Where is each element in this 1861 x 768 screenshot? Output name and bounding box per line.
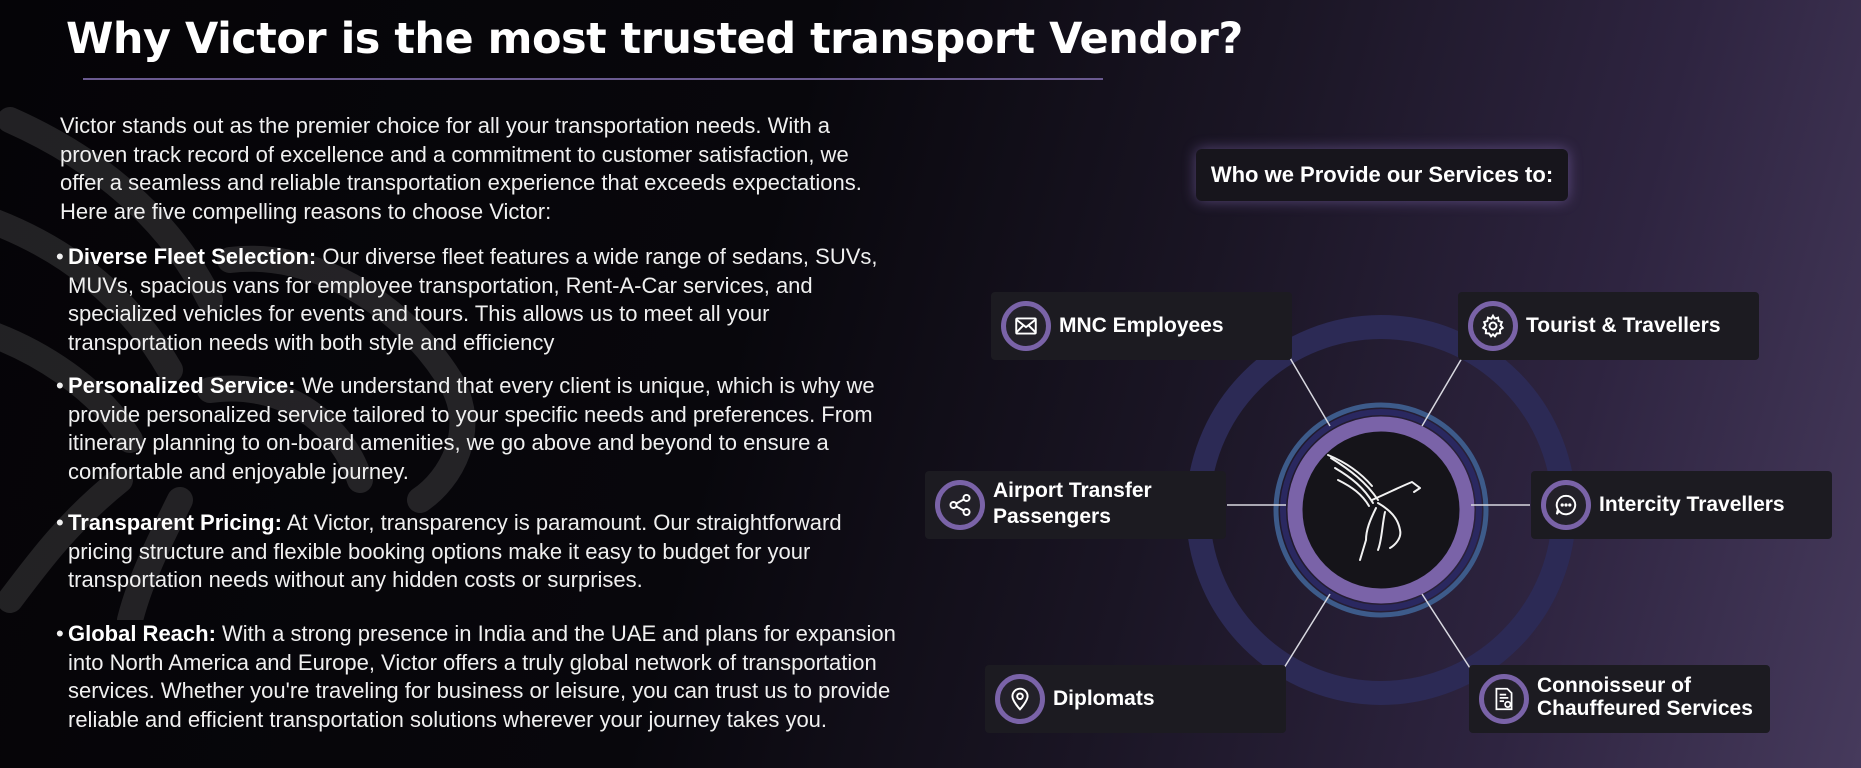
gear-icon <box>1468 301 1518 351</box>
bullet-dot: • <box>56 373 64 398</box>
bullet-diverse-fleet: • Diverse Fleet Selection: Our diverse f… <box>56 243 896 357</box>
map-pin-icon <box>995 674 1045 724</box>
service-card-mnc-employees: MNC Employees <box>991 292 1292 360</box>
bullet-heading: Personalized Service: <box>68 373 296 398</box>
bullet-body: At Victor, transparency is paramount. Ou… <box>68 510 842 592</box>
service-label: Connoisseur of Chauffeured Services <box>1537 674 1753 720</box>
share-icon <box>935 480 985 530</box>
connector-line <box>1421 593 1471 669</box>
bullet-dot: • <box>56 244 64 269</box>
bullet-transparent-pricing: • Transparent Pricing: At Victor, transp… <box>56 509 896 595</box>
service-card-connoisseur-chauffeured: Connoisseur of Chauffeured Services <box>1469 665 1770 733</box>
bullet-body: We understand that every client is uniqu… <box>68 373 875 484</box>
chat-bubble-icon <box>1541 480 1591 530</box>
bullet-dot: • <box>56 510 64 535</box>
intro-paragraph: Victor stands out as the premier choice … <box>60 113 862 224</box>
bullet-heading: Diverse Fleet Selection: <box>68 244 317 269</box>
service-label: Airport Transfer Passengers <box>993 479 1152 528</box>
outer-ring <box>1186 315 1576 705</box>
service-card-diplomats: Diplomats <box>985 665 1286 733</box>
bullet-dot: • <box>56 621 64 646</box>
service-card-tourist-travellers: Tourist & Travellers <box>1458 292 1759 360</box>
connector-line <box>1289 357 1331 427</box>
service-card-airport-transfer: Airport Transfer Passengers <box>925 471 1226 539</box>
connector-line <box>1283 593 1331 669</box>
page-title: Why Victor is the most trusted transport… <box>66 14 1243 64</box>
service-label: Tourist & Travellers <box>1526 314 1721 337</box>
envelope-icon <box>1001 301 1051 351</box>
inner-navy-ring <box>1280 409 1482 611</box>
service-label: Diplomats <box>1053 687 1155 710</box>
pegasus-watermark <box>0 107 476 620</box>
services-heading: Who we Provide our Services to: <box>1196 149 1568 201</box>
receipt-icon <box>1479 674 1529 724</box>
connector-line <box>1421 357 1463 427</box>
title-underline <box>83 78 1103 80</box>
pegasus-logo <box>1327 454 1421 561</box>
bullet-heading: Transparent Pricing: <box>68 510 282 535</box>
bullet-body: With a strong presence in India and the … <box>68 621 896 732</box>
bullet-heading: Global Reach: <box>68 621 216 646</box>
service-card-intercity-travellers: Intercity Travellers <box>1531 471 1832 539</box>
bullet-global-reach: • Global Reach: With a strong presence i… <box>56 620 896 734</box>
bullet-body: Our diverse fleet features a wide range … <box>68 244 878 355</box>
bullet-personalized-service: • Personalized Service: We understand th… <box>56 372 896 486</box>
service-label: Intercity Travellers <box>1599 493 1785 516</box>
inner-blue-ring <box>1273 402 1489 618</box>
center-hub <box>1287 416 1475 604</box>
service-label: MNC Employees <box>1059 314 1224 337</box>
